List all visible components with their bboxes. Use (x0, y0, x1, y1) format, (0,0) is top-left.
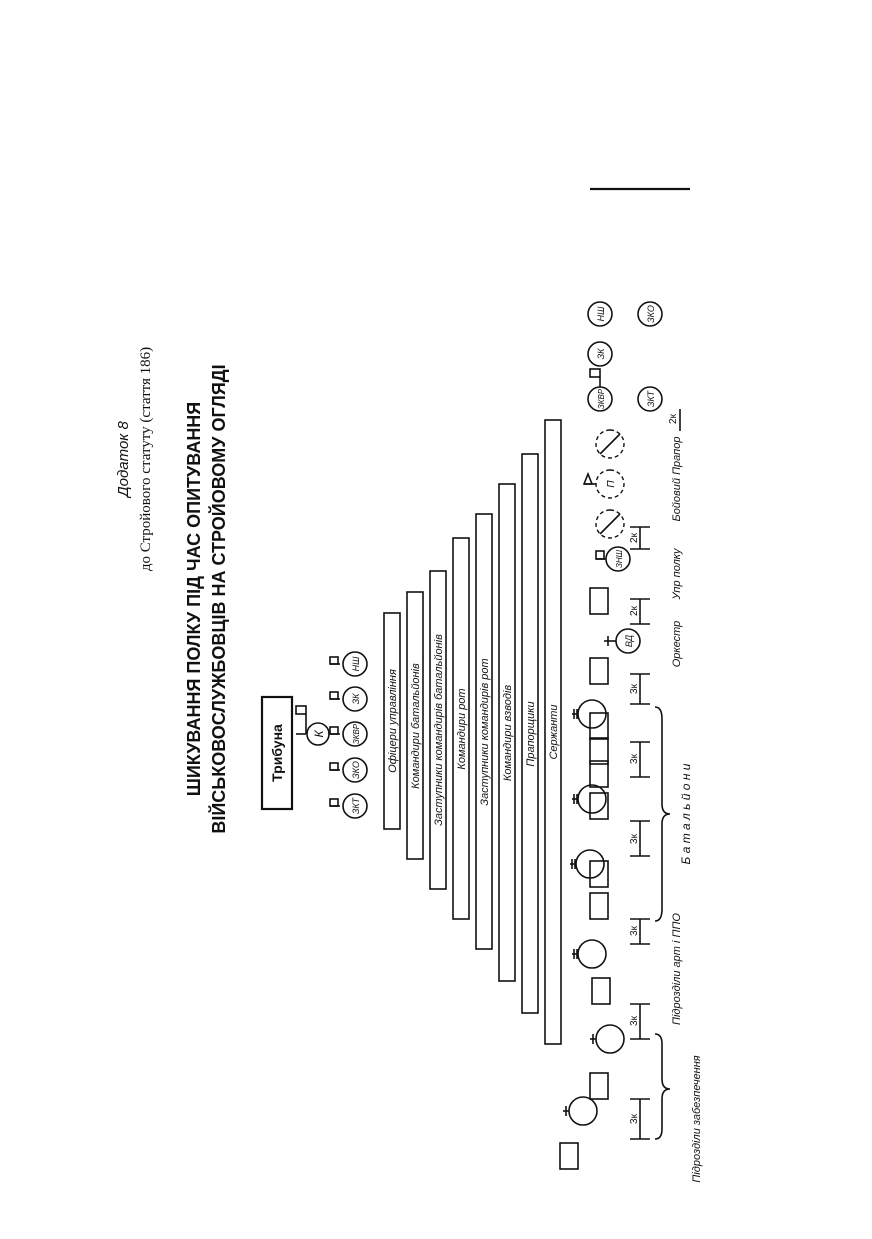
svg-text:ЗКТ: ЗКТ (351, 796, 361, 814)
spacing-label-4: 3к (629, 833, 640, 844)
commander-circle (306, 722, 330, 746)
spacing-label-6: 3к (629, 683, 640, 694)
row-4-box (452, 537, 470, 920)
battalion-2-column (572, 760, 609, 820)
orchestra-label: Оркестр (671, 621, 683, 668)
heading-line-1: ШИКУВАННЯ ПОЛКУ ПІД ЧАС ОПИТУВАННЯ (184, 402, 204, 797)
svg-text:ЗК: ЗК (351, 693, 361, 705)
row-6-label: Командири взводів (502, 685, 514, 782)
deputy-zkt: ЗКТ (329, 793, 368, 819)
artillery-label: Підрозділи арт і ППО (671, 913, 683, 1025)
row-5-label: Заступники командирів рот (479, 658, 491, 805)
row-8-box (544, 419, 562, 1045)
artillery-column (572, 939, 611, 1005)
svg-text:ЗКТ: ЗКТ (646, 389, 656, 407)
row-5-box (475, 513, 493, 950)
row-2-box (406, 591, 424, 860)
svg-text:ЗКВР: ЗКВР (352, 723, 361, 744)
spacing-label-5: 3к (629, 753, 640, 764)
regiment-hq-leader-label: ЗНШ (615, 549, 624, 568)
deputy-nsh: НШ (329, 651, 368, 677)
banner-bearer-label: П (606, 480, 617, 488)
row-8-label: Сержанти (548, 704, 560, 759)
row-7-box (521, 453, 539, 1014)
right-spacing-label: 2к (668, 413, 679, 424)
support-brace (654, 1033, 671, 1140)
row-4-label: Командири рот (456, 688, 468, 769)
spacing-label-7: 2к (629, 605, 640, 616)
deputies-group: ЗКТ ЗКО ЗКВР ЗК (329, 651, 368, 819)
row-6-box (498, 483, 516, 982)
commander-flag (295, 705, 307, 715)
row-3-label: Заступники командирів батальйонів (433, 634, 445, 826)
banner-label: Бойовий Прапор (671, 437, 683, 522)
spacing-label-2: 3к (629, 1015, 640, 1026)
banner-group: П (582, 429, 625, 539)
tribune-box (260, 695, 294, 811)
deputy-zk: ЗК (329, 686, 368, 712)
orchestra-leader-label: ВД (624, 634, 634, 647)
appendix-subtitle: до Стройового статуту (стаття 186) (138, 347, 154, 571)
spacing-label-1: 3к (629, 1113, 640, 1124)
right-top-zkvr: ЗКВР (587, 368, 613, 412)
battalions-label: Б а т а л ь й о н и (679, 763, 693, 864)
regiment-hq-label: Упр полку (671, 547, 683, 600)
svg-text:ЗК: ЗК (596, 348, 606, 360)
support-units-column (559, 1024, 625, 1170)
svg-text:НШ: НШ (596, 306, 606, 321)
appendix-title: Додаток 8 (115, 420, 132, 498)
svg-text:НШ: НШ (351, 656, 361, 671)
right-bottom-zko: ЗКО (637, 301, 663, 327)
row-7-label: Прапорщики (525, 701, 537, 766)
commander-label: К (312, 730, 326, 738)
svg-text:ЗКО: ЗКО (351, 761, 361, 779)
row-1-label: Офіцери управління (387, 669, 399, 773)
right-group: ЗКВР ЗК НШ ЗКТ ЗКО 2к (587, 301, 681, 431)
row-3-box (429, 570, 447, 890)
row-2-label: Командири батальйонів (410, 663, 422, 789)
support-units-label: Підрозділи забезпечення (691, 1055, 703, 1182)
svg-text:ЗКО: ЗКО (646, 305, 656, 323)
orchestra-column: ВД (589, 628, 641, 685)
heading-line-2: ВІЙСЬКОВОСЛУЖБОВЦІВ НА СТРОЙОВОМУ ОГЛЯДІ (208, 364, 229, 833)
battalions-brace (654, 706, 671, 922)
pyramid-rows: Офіцери управління Командири батальйонів… (383, 419, 562, 1045)
right-bottom-zkt: ЗКТ (637, 386, 663, 412)
battalion-3-column (572, 699, 609, 765)
svg-text:ЗКВР: ЗКВР (597, 388, 606, 409)
battalion-1-column (570, 849, 609, 920)
deputy-zkvr: ЗКВР (329, 721, 368, 747)
spacing-markers: 3к 3к 3к 3к 3к 3к 2к (629, 526, 650, 1140)
right-top-nsh: НШ (587, 301, 613, 327)
unit-columns: ВД ЗНШ П (559, 429, 641, 1170)
tribune-label: Трибуна (269, 724, 285, 782)
right-top-zk: ЗК (587, 341, 613, 367)
spacing-label-3: 3к (629, 925, 640, 936)
row-1-box (383, 612, 401, 830)
spacing-label-8: 2к (629, 532, 640, 543)
deputy-zko: ЗКО (329, 757, 368, 783)
regiment-hq-column: ЗНШ (589, 546, 631, 615)
rotated-layer: Додаток 8 до Стройового статуту (стаття … (115, 187, 703, 1183)
